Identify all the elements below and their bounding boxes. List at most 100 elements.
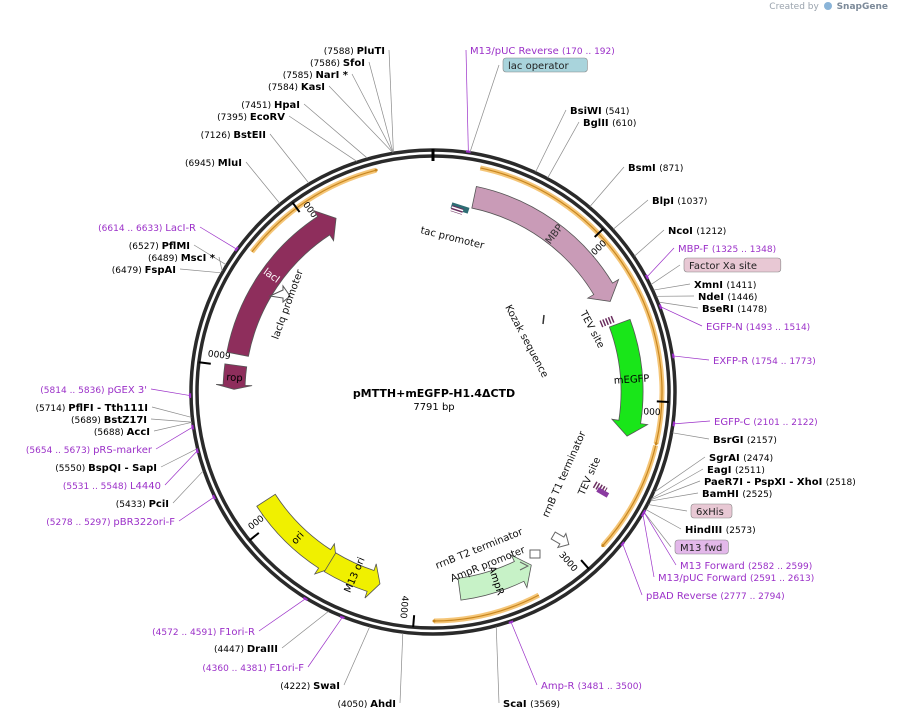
label-position: (2511) (735, 466, 765, 476)
label-position: (2157) (747, 436, 777, 446)
feature-rop (216, 363, 253, 390)
label-pcii: (5433) PciI (116, 499, 169, 510)
label-exfp-r: EXFP-R (1754 .. 1773) (713, 356, 816, 367)
label-name: Amp-R (541, 681, 578, 692)
label-position: (7451) (241, 101, 274, 111)
leader-line (672, 432, 710, 440)
label-ahdi: (4050) AhdI (337, 699, 396, 710)
label-text: EGFP-C (2101 .. 2122) (714, 417, 818, 428)
label-egfp-n: EGFP-N (1493 .. 1514) (706, 322, 810, 333)
leader-line (658, 301, 699, 309)
label-name: EXFP-R (713, 356, 751, 367)
label-name: NcoI (668, 226, 696, 237)
label-swai: (4222) SwaI (280, 681, 340, 692)
primer-tick (302, 596, 308, 601)
label-paer7i-pspxi-xhoi: PaeR7I - PspXI - XhoI (2518) (704, 477, 856, 488)
label-text: EagI (2511) (707, 465, 765, 476)
label-pbad-reverse: pBAD Reverse (2777 .. 2794) (646, 591, 785, 602)
label-hpai: (7451) HpaI (241, 100, 300, 111)
label-text: BsmI (871) (628, 163, 683, 174)
primer-tick (620, 541, 625, 547)
leader-line (281, 611, 329, 649)
leader-line (646, 247, 675, 278)
label-name: BstZ17I (104, 415, 147, 426)
leader-line (388, 49, 394, 153)
primer-tick (508, 620, 514, 624)
label-text: BamHI (2525) (702, 489, 772, 500)
label-text: NcoI (1212) (668, 226, 726, 237)
feature-tag-text: 6xHis (696, 507, 724, 518)
orf-band-head (432, 619, 436, 623)
leader-line (650, 480, 701, 501)
label-position: (170 .. 192) (562, 47, 615, 57)
label-ecorv: (7395) EcoRV (217, 112, 285, 123)
label-position: (4050) (337, 700, 370, 710)
leader-line (650, 492, 699, 502)
kozak-sequence-label: Kozak sequence (502, 303, 550, 379)
label-prs-marker: (5654 .. 5673) pRS-marker (26, 445, 153, 456)
label-text: NdeI (1446) (698, 292, 757, 303)
label-name: HindIII (685, 525, 726, 536)
leader-line (510, 621, 538, 686)
label-position: (871) (659, 164, 683, 174)
label-draiii: (4447) DraIII (214, 644, 278, 655)
label-name: M13/pUC Forward (658, 573, 750, 584)
label-blpi: BlpI (1037) (652, 196, 707, 207)
label-name: EagI (707, 465, 735, 476)
label-position: (7584) (268, 83, 301, 93)
label-position: (4360 .. 4381) (202, 664, 269, 674)
leader-line (673, 420, 711, 425)
orf-highlights (249, 165, 665, 624)
feature-tag (502, 57, 588, 73)
label-text: (5814 .. 5836) pGEX 3' (40, 385, 147, 396)
label-position: (5278 .. 5297) (46, 518, 113, 528)
label-text: (4222) SwaI (280, 681, 340, 692)
label-name: PflFI - Tth111I (68, 403, 148, 414)
leader-line (245, 161, 281, 204)
label-text: (4050) AhdI (337, 699, 396, 710)
label-text: BsrGI (2157) (713, 435, 777, 446)
label-pluti: (7588) PluTI (324, 46, 385, 57)
tick-mark (656, 400, 669, 403)
label-msci: (6489) MscI * (148, 253, 216, 264)
label-bseri: BseRI (1478) (702, 304, 767, 315)
label-position: (5688) (94, 428, 127, 438)
label-name: PluTI (357, 46, 385, 57)
label-name: KasI (301, 82, 325, 93)
leader-line (650, 264, 681, 285)
label-position: (7585) (283, 71, 316, 81)
label-text: M13/pUC Forward (2591 .. 2613) (658, 573, 814, 584)
label-text: M13/pUC Reverse (170 .. 192) (470, 46, 615, 57)
label-bamhi: BamHI (2525) (702, 489, 772, 500)
leader-line (535, 109, 567, 172)
tac-promoter-arrow (450, 202, 470, 215)
tick-label: 3000 (556, 550, 579, 574)
tick-label: 4000 (397, 595, 409, 619)
leader-line (151, 406, 192, 418)
tick-label: 6000 (207, 347, 231, 360)
label-m13-puc-reverse: M13/pUC Reverse (170 .. 192) (470, 46, 615, 57)
label-text: pBAD Reverse (2777 .. 2794) (646, 591, 785, 602)
label-name: HpaI (274, 100, 300, 111)
leader-line (642, 514, 655, 578)
label-position: (1478) (737, 305, 767, 315)
feature-label-megfp: mEGFP (614, 373, 650, 386)
label-name: ScaI (503, 699, 530, 710)
label-nari: (7585) NarI * (283, 70, 349, 81)
orf-band-head (374, 168, 378, 172)
label-text: EGFP-N (1493 .. 1514) (706, 322, 810, 333)
orf-band-head (601, 544, 605, 548)
leader-line (179, 268, 222, 274)
leader-line (153, 422, 192, 432)
label-text: (5654 .. 5673) pRS-marker (26, 445, 153, 456)
label-hindiii: HindIII (2573) (685, 525, 756, 536)
tick-mark (291, 201, 301, 213)
label-pflfi-tth111i: (5714) PflFI - Tth111I (35, 403, 148, 414)
label-position: (3481 .. 3500) (578, 682, 642, 692)
leader-line (613, 199, 649, 230)
label-name: BglII (583, 118, 612, 129)
leader-line (193, 244, 227, 265)
orf-band-line (251, 169, 377, 253)
